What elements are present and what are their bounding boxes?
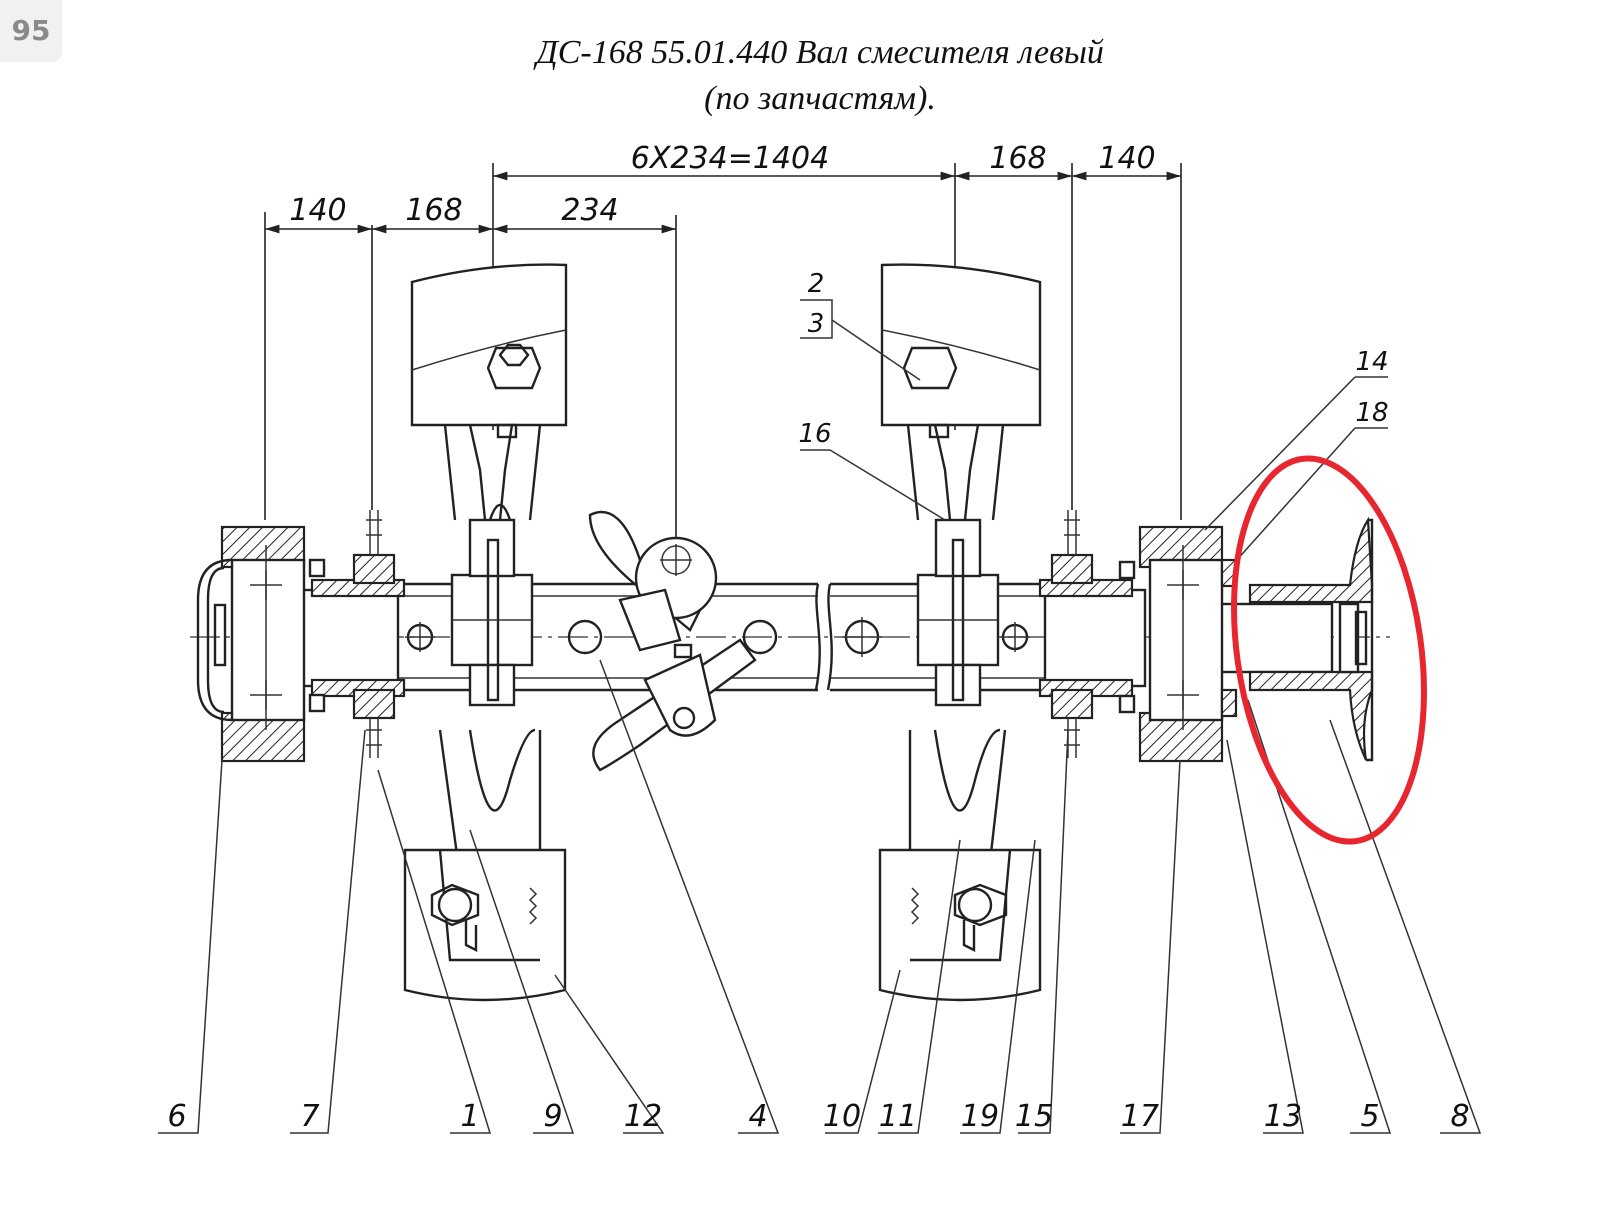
callout-14: 14 [1355,347,1388,377]
callout-8: 8 [1450,1099,1469,1134]
center-blade [588,510,757,772]
left-seal [352,510,396,758]
left-bearing-housing [196,525,326,763]
drawing-title: ДС-168 55.01.440 Вал смесителя левый (по… [0,30,1606,122]
right-seal [1050,510,1094,758]
dim-6x234: 6X234=1404 [631,141,829,176]
callout-2: 2 [808,269,825,299]
title-line-1: ДС-168 55.01.440 Вал смесителя левый [536,34,1104,71]
dim-168-left: 168 [405,193,462,228]
callout-6: 6 [167,1099,186,1134]
leader-lines [158,299,1482,1134]
right-bearing-housing [1118,525,1238,763]
highlight-ellipse [1231,455,1427,845]
callout-12: 12 [624,1099,662,1134]
page-number-badge: 95 [0,0,62,62]
callout-19: 19 [961,1099,999,1134]
callout-4: 4 [748,1099,767,1134]
callout-9: 9 [543,1099,562,1134]
right-paddle-assembly [878,263,1042,1002]
callout-18: 18 [1355,398,1388,428]
left-paddle-assembly [403,263,568,1002]
callout-1: 1 [460,1099,479,1134]
dim-140-left: 140 [289,193,346,228]
callout-3: 3 [808,309,825,339]
callout-11: 11 [879,1099,917,1134]
callout-13: 13 [1264,1099,1302,1134]
shaft [190,578,1390,698]
callout-5: 5 [1360,1099,1379,1134]
callout-7: 7 [300,1099,319,1134]
callout-15: 15 [1015,1099,1053,1134]
dim-140-right: 140 [1098,141,1155,176]
dimension-lines [264,163,1182,545]
dim-168-right: 168 [989,141,1046,176]
callout-17: 17 [1121,1099,1159,1134]
title-line-2: (по запчастям). [704,80,936,117]
drive-hub [1248,516,1374,762]
dim-234: 234 [561,193,618,228]
callout-16: 16 [798,419,831,449]
callout-10: 10 [823,1099,861,1134]
